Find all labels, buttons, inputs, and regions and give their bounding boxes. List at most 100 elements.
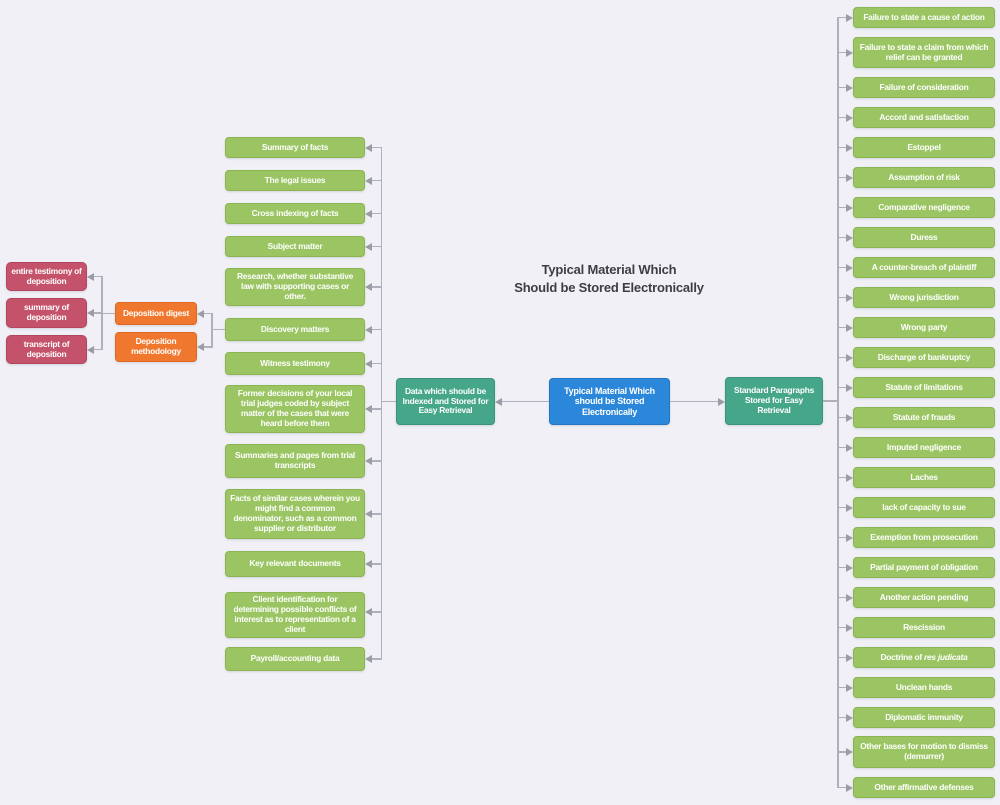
node-transcript-of-deposition[interactable]: transcript of deposition [6, 335, 87, 364]
connector-line [837, 446, 846, 449]
node-unclean-hands[interactable]: Unclean hands [853, 677, 995, 698]
connector-line [372, 362, 382, 365]
connector-arrowhead [846, 293, 853, 302]
connector-arrowhead [87, 272, 94, 281]
node-data-indexed-stored-for-easy-retrieval[interactable]: Data which should be Indexed and Stored … [396, 378, 495, 425]
node-doctrine-of-res-judicata[interactable]: Doctrine of res judicata [853, 647, 995, 668]
node-wrong-party[interactable]: Wrong party [853, 317, 995, 338]
connector-line [94, 275, 103, 278]
node-exemption-from-prosecution[interactable]: Exemption from prosecution [853, 527, 995, 548]
node-comparative-negligence[interactable]: Comparative negligence [853, 197, 995, 218]
node-another-action-pending[interactable]: Another action pending [853, 587, 995, 608]
connector-arrowhead [87, 309, 94, 317]
connector-line [837, 356, 846, 359]
node-other-affirmative-defenses[interactable]: Other affirmative defenses [853, 777, 995, 798]
connector-line [372, 563, 382, 565]
node-other-bases-for-motion-to-dismiss-demurrer[interactable]: Other bases for motion to dismiss (demur… [853, 736, 995, 768]
node-subject-matter[interactable]: Subject matter [225, 236, 365, 257]
connector-line [837, 206, 846, 209]
node-wrong-jurisdiction[interactable]: Wrong jurisdiction [853, 287, 995, 308]
connector-arrowhead [365, 560, 372, 568]
connector-arrowhead [846, 473, 853, 482]
connector-line [837, 751, 846, 753]
connector-line [837, 296, 846, 299]
node-failure-of-consideration[interactable]: Failure of consideration [853, 77, 995, 98]
connector-line [837, 786, 846, 789]
node-rescission[interactable]: Rescission [853, 617, 995, 638]
connector-arrowhead [846, 323, 853, 332]
node-discharge-of-bankruptcy[interactable]: Discharge of bankruptcy [853, 347, 995, 368]
connector-line [372, 146, 382, 149]
node-key-relevant-documents[interactable]: Key relevant documents [225, 551, 365, 577]
connector-arrowhead [365, 283, 372, 291]
node-estoppel[interactable]: Estoppel [853, 137, 995, 158]
node-entire-testimony-of-deposition[interactable]: entire testimony of deposition [6, 262, 87, 291]
connector-arrowhead [846, 263, 853, 272]
node-deposition-methodology[interactable]: Deposition methodology [115, 332, 197, 362]
connector-arrowhead [846, 13, 853, 22]
connector-line [837, 236, 846, 239]
node-witness-testimony[interactable]: Witness testimony [225, 352, 365, 375]
node-diplomatic-immunity[interactable]: Diplomatic immunity [853, 707, 995, 728]
connector-line [837, 116, 846, 119]
node-central-topic[interactable]: Typical Material Which should be Stored … [549, 378, 670, 425]
node-accord-and-satisfaction[interactable]: Accord and satisfaction [853, 107, 995, 128]
node-former-decisions-of-your-local-trial-judge[interactable]: Former decisions of your local trial jud… [225, 385, 365, 433]
connector-line [380, 400, 396, 403]
node-cross-indexing-of-facts[interactable]: Cross indexing of facts [225, 203, 365, 224]
connector-arrowhead [846, 143, 853, 152]
connector-line [837, 416, 846, 419]
connector-line [837, 536, 846, 539]
connector-arrowhead [846, 443, 853, 452]
connector-arrowhead [846, 173, 853, 182]
connector-arrowhead [197, 309, 204, 318]
node-discovery-matters[interactable]: Discovery matters [225, 318, 365, 341]
node-lack-of-capacity-to-sue[interactable]: lack of capacity to sue [853, 497, 995, 518]
connector-line [204, 312, 213, 315]
connector-arrowhead [87, 345, 94, 354]
node-summary-of-deposition[interactable]: summary of deposition [6, 298, 87, 328]
node-summary-of-facts[interactable]: Summary of facts [225, 137, 365, 158]
node-duress[interactable]: Duress [853, 227, 995, 248]
connector-line [372, 179, 382, 182]
node-failure-to-state-a-cause-of-action[interactable]: Failure to state a cause of action [853, 7, 995, 28]
node-partial-payment-of-obligation[interactable]: Partial payment of obligation [853, 557, 995, 578]
node-client-identification-for-determining-poss[interactable]: Client identification for determining po… [225, 592, 365, 638]
node-statute-of-limitations[interactable]: Statute of limitations [853, 377, 995, 398]
node-payroll-accounting-data[interactable]: Payroll/accounting data [225, 647, 365, 671]
node-imputed-negligence[interactable]: Imputed negligence [853, 437, 995, 458]
node-deposition-digest[interactable]: Deposition digest [115, 302, 197, 325]
connector-arrowhead [846, 593, 853, 602]
connector-line [837, 686, 846, 689]
diagram-title: Typical Material Which Should be Stored … [457, 261, 761, 297]
connector-line [372, 245, 382, 248]
connector-arrowhead [718, 397, 725, 406]
connector-arrowhead [846, 413, 853, 422]
connector-line [502, 400, 549, 403]
connector-line [670, 400, 718, 403]
connector-arrowhead [846, 503, 853, 512]
node-facts-of-similar-cases-wherein-you-might-f[interactable]: Facts of similar cases wherein you might… [225, 489, 365, 539]
node-laches[interactable]: Laches [853, 467, 995, 488]
connector-arrowhead [846, 203, 853, 212]
connector-line [372, 286, 382, 288]
connector-line [837, 506, 846, 509]
connector-line [372, 658, 382, 660]
connector-line [204, 346, 213, 348]
connector-line [837, 51, 846, 54]
node-a-counter-breach-of-plaintiff[interactable]: A counter-breach of plaintiff [853, 257, 995, 278]
node-failure-to-state-a-claim-from-which-relief[interactable]: Failure to state a claim from which reli… [853, 37, 995, 68]
connector-arrowhead [846, 233, 853, 242]
diagram-title-line2: Should be Stored Electronically [514, 280, 704, 295]
node-summaries-and-pages-from-trial-transcripts[interactable]: Summaries and pages from trial transcrip… [225, 444, 365, 478]
node-the-legal-issues[interactable]: The legal issues [225, 170, 365, 191]
node-standard-paragraphs-stored-for-easy-retrieval[interactable]: Standard Paragraphs Stored for Easy Retr… [725, 377, 823, 425]
node-assumption-of-risk[interactable]: Assumption of risk [853, 167, 995, 188]
diagram-title-line1: Typical Material Which [541, 262, 677, 277]
connector-arrowhead [846, 383, 853, 392]
node-statute-of-frauds[interactable]: Statute of frauds [853, 407, 995, 428]
connector-arrowhead [365, 143, 372, 152]
node-research-whether-substantive-law-with-supp[interactable]: Research, whether substantive law with s… [225, 268, 365, 306]
connector-arrowhead [495, 397, 502, 406]
